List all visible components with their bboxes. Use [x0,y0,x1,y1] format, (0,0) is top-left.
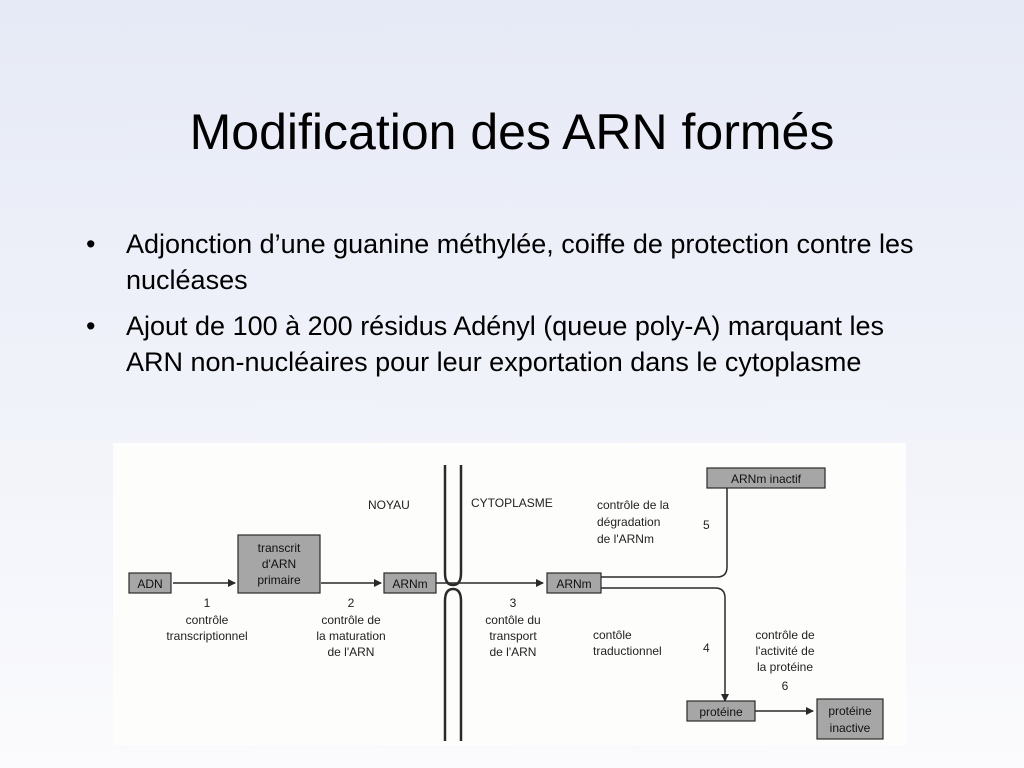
step-6-label: contrôle de l'activité de la protéine 6 [755,628,815,693]
bullet-text: Adjonction d’une guanine méthylée, coiff… [126,229,914,295]
step-6-line2: l'activité de [756,644,815,658]
step-3-label: 3 contôle du transport de l'ARN [485,596,540,659]
arrow-arnm-to-inactif [601,474,731,578]
step-5-line2: dégradation [597,515,660,529]
box-transcrit-line3: primaire [257,573,301,587]
membrane-upper-left [443,465,463,587]
step-6-line1: contrôle de [755,628,815,642]
step-3-line2: transport [489,629,537,643]
step-5-line3: de l'ARNm [597,532,654,546]
membrane-lower [443,587,463,741]
step-4-line1: contôle [593,628,632,642]
box-transcrit-primaire: transcrit d'ARN primaire [237,534,321,594]
step-2-number: 2 [348,596,355,610]
step-1-line1: contrôle [186,613,229,627]
region-cytoplasme: CYTOPLASME [471,496,553,510]
box-proteine-label: protéine [699,705,743,719]
step-2-line2: la maturation [316,629,385,643]
step-2-line1: contrôle de [321,613,381,627]
step-5-label: contrôle de la dégradation de l'ARNm 5 [597,498,710,546]
diagram-canvas: NOYAU CYTOPLASME ADN transcrit d'ARN pri… [128,465,884,741]
arrow-arnm-to-proteine [601,587,729,702]
step-1-line2: transcriptionnel [166,629,247,643]
step-1-number: 1 [204,596,211,610]
nuclear-membrane [443,465,463,741]
box-arnm-cytoplasm: ARNm [546,572,602,594]
bullet-list: • Adjonction d’une guanine méthylée, coi… [86,226,916,390]
step-4-label: contôle traductionnel 4 [593,628,710,658]
bullet-marker: • [86,229,96,259]
step-2-label: 2 contrôle de la maturation de l'ARN [316,596,385,659]
bullet-marker: • [86,311,96,341]
step-5-number: 5 [703,518,710,532]
step-6-number: 6 [782,679,789,693]
box-proteine-inactive-line1: protéine [828,704,872,718]
box-adn: ADN [128,572,172,594]
step-1-label: 1 contrôle transcriptionnel [166,596,247,643]
box-proteine-inactive: protéine inactive [816,698,884,740]
slide-title: Modification des ARN formés [189,104,835,160]
step-6-line3: la protéine [757,660,813,674]
box-arnm-cytoplasm-label: ARNm [556,577,591,591]
bullet-text: Ajout de 100 à 200 résidus Adényl (queue… [126,311,884,377]
step-4-line2: traductionnel [593,644,662,658]
box-adn-label: ADN [137,577,162,591]
bullet-item: • Ajout de 100 à 200 résidus Adényl (que… [86,308,916,380]
box-proteine: protéine [686,700,756,722]
step-5-line1: contrôle de la [597,498,669,512]
box-transcrit-line2: d'ARN [262,557,296,571]
box-proteine-inactive-line2: inactive [830,721,871,735]
region-noyau: NOYAU [368,498,410,512]
box-arnm-nucleus-label: ARNm [392,577,427,591]
step-2-line3: de l'ARN [328,645,375,659]
step-3-number: 3 [510,596,517,610]
step-3-line1: contôle du [485,613,540,627]
gene-expression-diagram: NOYAU CYTOPLASME ADN transcrit d'ARN pri… [113,443,906,745]
box-arnm-inactif: ARNm inactif [706,467,826,489]
box-transcrit-line1: transcrit [258,541,301,555]
box-arnm-nucleus: ARNm [383,572,437,594]
step-3-line3: de l'ARN [490,645,537,659]
step-4-number: 4 [703,641,710,655]
bullet-item: • Adjonction d’une guanine méthylée, coi… [86,226,916,298]
box-arnm-inactif-label: ARNm inactif [731,472,802,486]
